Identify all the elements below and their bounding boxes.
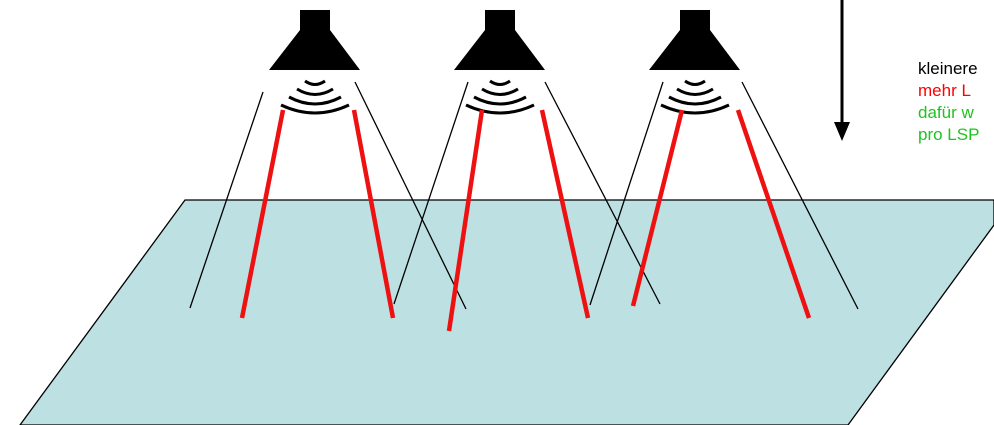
annotation-line-2: mehr L: [918, 80, 979, 102]
floor-plane: [20, 200, 994, 425]
annotation-line-3: dafür w: [918, 102, 979, 124]
speaker-cone: [649, 30, 740, 70]
annotation-line-4: pro LSP: [918, 124, 979, 146]
sound-waves-icon: [466, 81, 534, 113]
annotation-text: kleinere mehr L dafür w pro LSP: [918, 58, 979, 146]
speaker-cone: [269, 30, 360, 70]
down-arrow-icon: [834, 0, 850, 141]
sound-waves-icon: [281, 81, 349, 113]
speaker-cone: [454, 30, 545, 70]
annotation-line-1: kleinere: [918, 58, 979, 80]
sound-waves-icon: [661, 81, 729, 113]
